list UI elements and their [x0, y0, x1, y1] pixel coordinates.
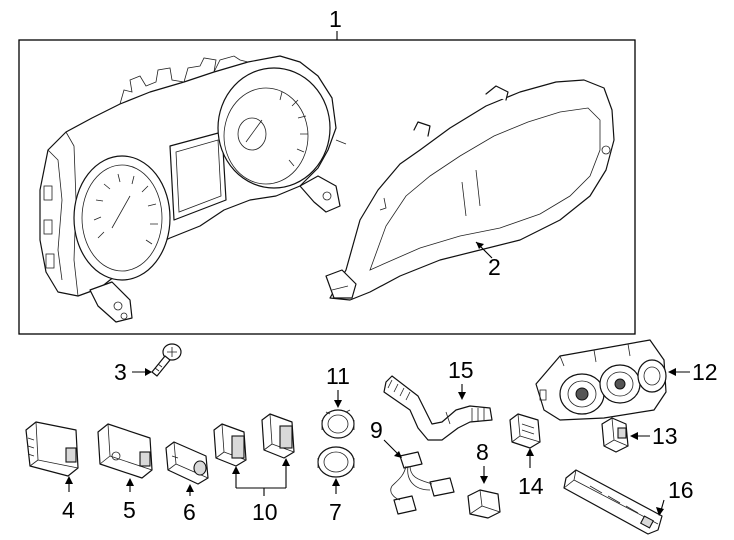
callout-16-group: 16 — [656, 477, 694, 516]
callout-14: 14 — [518, 473, 544, 499]
callout-14-group: 14 — [518, 448, 544, 499]
switch-13-icon — [601, 417, 629, 453]
callout-1-group: 1 — [329, 6, 342, 40]
callout-11: 11 — [326, 363, 350, 389]
cluster-lens-icon — [325, 79, 615, 301]
callout-2-group: 2 — [475, 241, 501, 280]
callout-13-group: 13 — [630, 423, 678, 449]
callout-3: 3 — [114, 359, 127, 385]
callout-8: 8 — [476, 439, 489, 465]
callout-9-group: 9 — [370, 417, 402, 458]
duct-hose-15-icon — [383, 375, 493, 441]
callout-9: 9 — [370, 417, 383, 443]
callout-5: 5 — [123, 497, 136, 523]
screw-icon — [151, 343, 182, 377]
connector-14-icon — [509, 413, 541, 449]
climate-control-panel-12-icon — [535, 339, 667, 421]
callout-16: 16 — [668, 477, 694, 503]
knob-11-icon — [321, 409, 355, 439]
callout-5-group: 5 — [123, 478, 136, 523]
cap-8-icon — [467, 489, 501, 519]
callout-7: 7 — [329, 499, 342, 525]
instrument-cluster-icon — [39, 55, 347, 323]
callout-4-group: 4 — [62, 476, 75, 523]
callout-11-group: 11 — [326, 363, 350, 408]
callout-12: 12 — [692, 359, 718, 385]
callout-4: 4 — [62, 497, 75, 523]
callout-2: 2 — [488, 254, 501, 280]
switch-6-icon — [165, 441, 209, 485]
callout-3-group: 3 — [114, 359, 152, 385]
callout-12-group: 12 — [668, 359, 718, 385]
callout-10: 10 — [252, 499, 278, 525]
callout-6-group: 6 — [183, 484, 196, 525]
callout-7-group: 7 — [329, 478, 342, 525]
switch-5-icon — [97, 423, 153, 479]
wire-harness-9-icon — [390, 451, 455, 515]
callout-15: 15 — [448, 357, 474, 383]
switch-panel-16-icon — [563, 469, 663, 535]
callout-15-group: 15 — [448, 357, 474, 400]
cluster-group-box — [18, 39, 636, 335]
knob-7-icon — [317, 446, 355, 478]
callout-8-group: 8 — [476, 439, 489, 484]
switch-4-icon — [25, 421, 79, 477]
switch-pair-10-icon — [213, 413, 295, 467]
callout-13: 13 — [652, 423, 678, 449]
callout-10-group: 10 — [232, 458, 290, 525]
callout-1: 1 — [329, 6, 342, 32]
callout-6: 6 — [183, 499, 196, 525]
